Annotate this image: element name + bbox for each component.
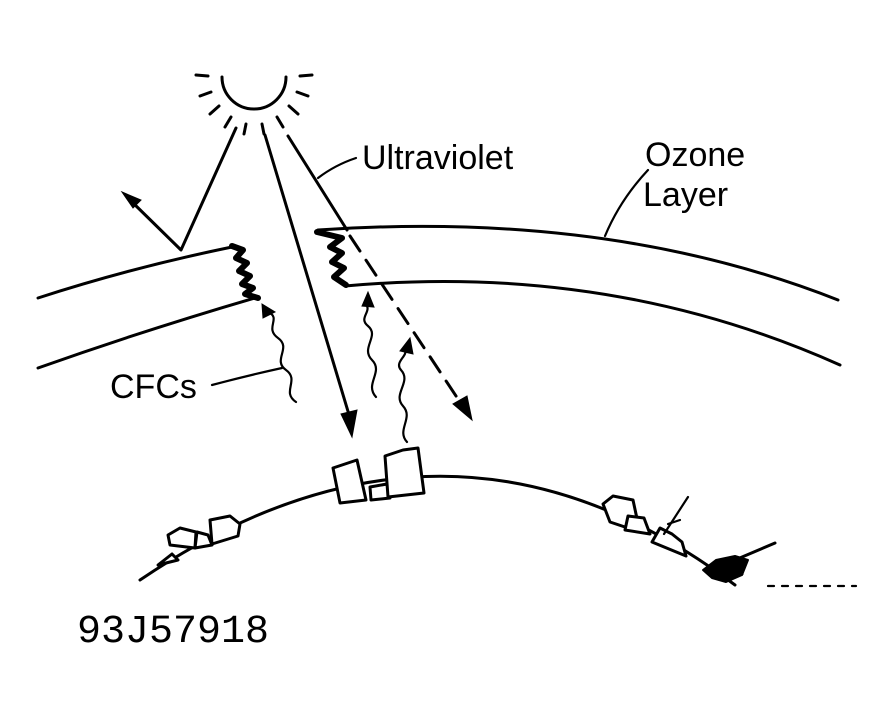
cfc-arrow-left xyxy=(266,310,298,404)
buildings-left xyxy=(156,514,242,567)
ultraviolet-rays xyxy=(120,126,473,439)
aircraft-silhouette xyxy=(702,541,777,583)
ozone-upper-left xyxy=(36,245,234,300)
sun xyxy=(194,73,314,136)
ozone-layer-leader xyxy=(603,168,650,238)
cfc-arrow-right xyxy=(397,348,409,444)
cfc-arrow-left-head xyxy=(261,303,277,319)
cfc-emissions xyxy=(210,290,414,444)
uv-ray-through-hole xyxy=(263,133,352,420)
ultraviolet-leader xyxy=(316,156,358,180)
figure-code: 93J57918 xyxy=(77,610,269,655)
uv-ray-weakened-arrowhead xyxy=(452,395,473,422)
uv-ray-to-layer xyxy=(286,134,349,232)
cfc-arrow-middle xyxy=(363,302,378,399)
ozone-layer xyxy=(36,224,842,370)
ozone-upper-right xyxy=(316,224,840,302)
buildings-center xyxy=(331,446,426,505)
ozone-label: Ozone xyxy=(645,136,745,174)
ultraviolet-label: Ultraviolet xyxy=(362,139,514,177)
uv-ray-reflected-arrowhead xyxy=(120,190,142,209)
uv-ray-weakened xyxy=(348,234,464,407)
buildings-right xyxy=(601,494,690,558)
cfcs-leader xyxy=(210,366,284,387)
ozone-lower-left xyxy=(36,295,260,370)
cfc-arrow-middle-head xyxy=(361,290,375,308)
sun-disc xyxy=(220,75,288,111)
ozone-hole-right-edge xyxy=(314,229,349,288)
earth xyxy=(138,446,858,588)
uv-ray-reflected xyxy=(127,126,238,252)
sun-rays xyxy=(194,73,314,136)
ozone-hole-left-edge xyxy=(229,243,261,301)
uv-ray-through-hole-arrowhead xyxy=(340,409,358,439)
ozone-lower-right xyxy=(343,279,842,367)
cfc-arrow-right-head xyxy=(399,336,414,355)
cfcs-label: CFCs xyxy=(110,368,197,406)
layer-label: Layer xyxy=(643,176,728,214)
